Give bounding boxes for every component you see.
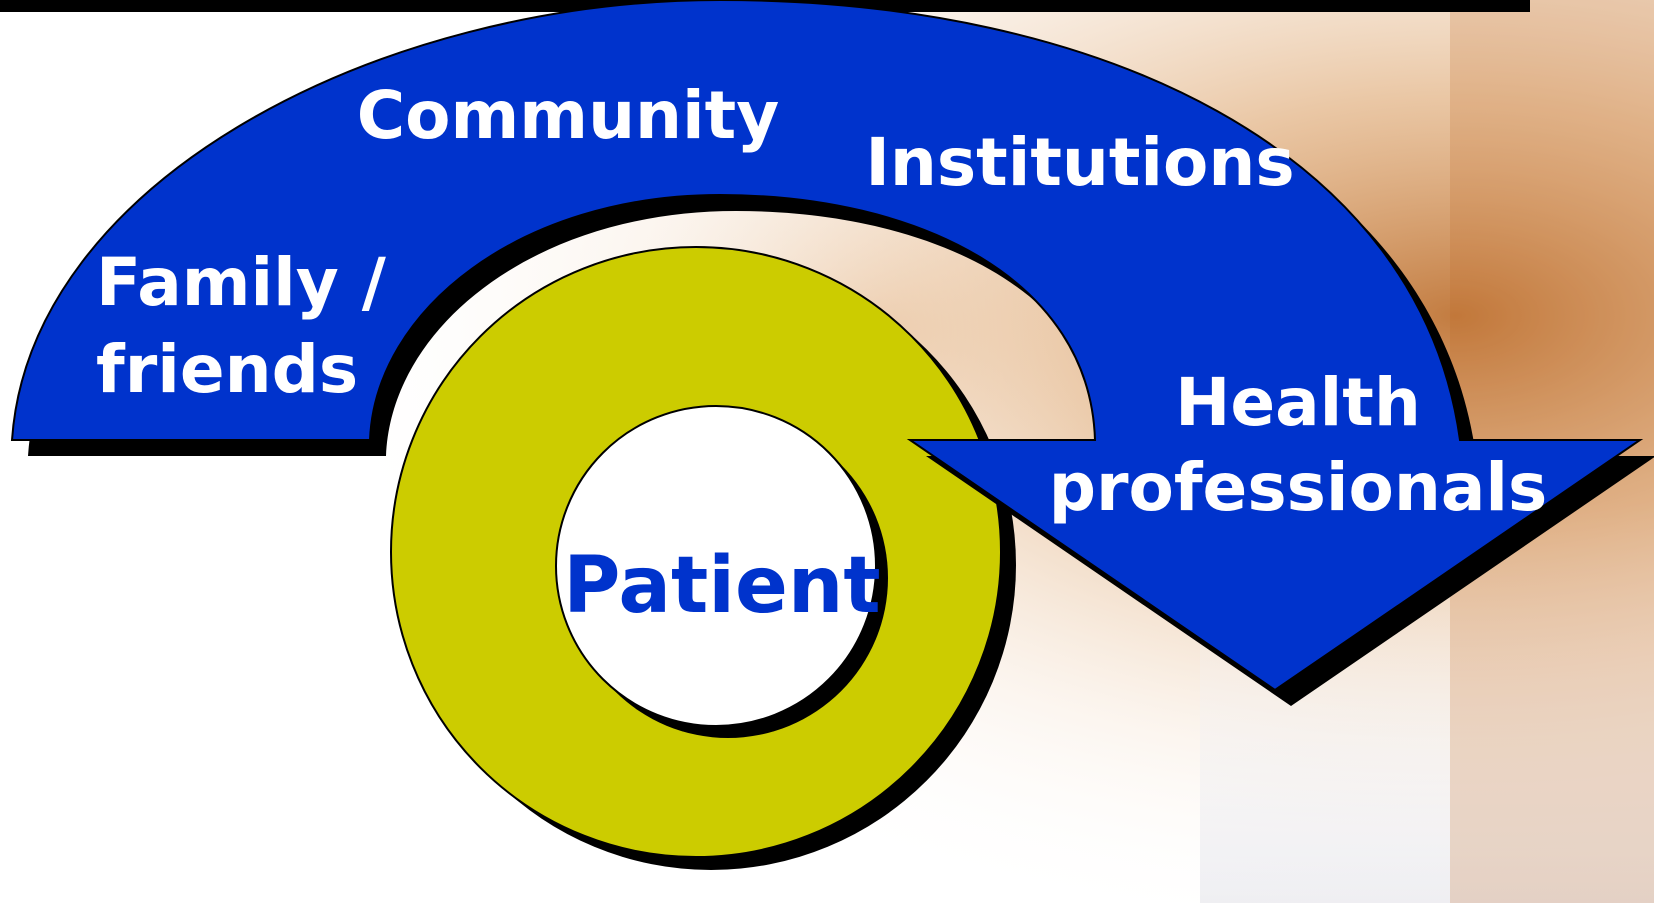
patient-ring-group (390, 246, 1016, 870)
label-health-line2: professionals (1049, 449, 1548, 526)
curved-arrow (10, 0, 1644, 692)
patient-center (555, 405, 877, 727)
support-arrow-group (10, 0, 1654, 706)
label-community: Community (357, 77, 780, 154)
label-family-line2: friends (96, 331, 358, 408)
label-family-line1: Family / (96, 244, 387, 321)
label-patient: Patient (563, 541, 880, 631)
label-health-line1: Health (1175, 364, 1421, 441)
label-institutions: Institutions (865, 124, 1294, 201)
